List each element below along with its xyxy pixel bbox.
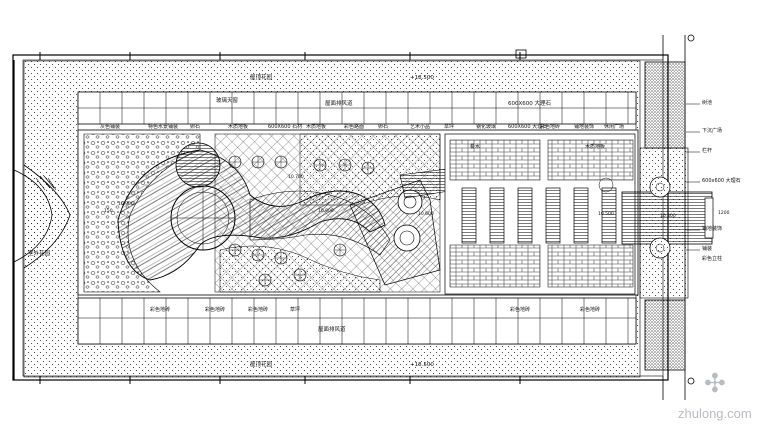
side-callout-label: 铺装 [702,245,712,252]
material-label-top: 卵石 [190,123,200,130]
watermark: ✣ zhulong.com [678,368,752,421]
label-band-bottom: 屋面排风道 [318,325,346,333]
label-left-side: 室外花园 [28,249,51,257]
material-label-top: 600X600 石材 [268,123,302,130]
material-label-bottom: 彩色地砖 [248,306,268,313]
side-callout-label: 铺地装饰 [702,225,722,232]
material-label-top: 灰色铺装 [100,123,120,130]
tree-symbol-icon [313,158,327,172]
wood-deck-bar [573,187,589,244]
label-glass-dome: 玻璃天窗 [216,96,239,104]
material-label-top: 钢化玻璃 [476,123,496,130]
tree-symbol-icon [228,243,242,257]
label-slab-top: 600X600 大理石 [508,99,552,107]
elev-mid-3: 10.600 [418,211,434,217]
wood-deck-bar [461,187,477,244]
elevation-bottom: +18.500 [410,362,434,368]
material-label-top: 叠水 [470,143,480,150]
tree-symbol-icon [274,155,288,169]
elev-pool-left: 10.900 [118,201,134,207]
elev-mid-2: 10.800 [318,208,334,214]
label-top-strip: 屋顶花园 [250,73,273,81]
left-bay [13,60,71,380]
right-planters [639,34,695,400]
side-callout-label: 下沉广场 [702,127,722,134]
material-label-top: 草坪 [444,123,454,130]
material-label-top: 木质地板 [306,123,326,130]
dim-150: 150 [104,208,113,214]
label-far-right: 1200 [718,210,730,216]
tree-symbol-icon [274,251,288,265]
material-label-top: 木质地板 [585,143,605,150]
tree-symbol-icon [361,161,375,175]
side-callout-label: 树池 [702,99,712,106]
elev-right-1: 10.500 [598,211,614,217]
watermark-logo-icon: ✣ [704,368,726,398]
material-label-top: 铺地装饰 [574,123,594,130]
material-label-top: 彩色路面 [344,123,364,130]
tree-symbol-icon [258,273,272,287]
right-plaza [444,133,714,295]
material-label-bottom: 彩色地砖 [150,306,170,313]
material-label-top: 特色水景铺装 [148,123,178,130]
side-callout-label: 600x600 大理石 [702,177,741,184]
bottom-tile-band [77,297,637,345]
label-bottom-strip: 屋顶花园 [250,360,273,368]
side-callout-label: 彩色立柱 [702,255,722,262]
material-label-top: 艺术小品 [410,123,430,130]
tree-symbol-icon [228,155,242,169]
material-label-top: 休闲广场 [604,123,624,130]
watermark-site: zhulong.com [678,406,752,421]
elev-right-2: 10.400 [660,213,676,219]
wood-deck-bar [517,187,533,244]
label-band-top: 屋面排风道 [325,99,353,107]
tree-symbol-icon [251,248,265,262]
material-label-top: 卵石 [378,123,388,130]
top-tile-band [77,91,637,125]
tree-symbol-icon [338,158,352,172]
side-callout-label: 栏杆 [702,147,712,154]
material-label-bottom: 草坪 [290,306,300,313]
wood-deck-bar [545,187,561,244]
material-label-top: 600X600 大理石 [508,123,547,130]
wood-deck-bar [601,187,617,244]
callout-leaders [686,103,700,251]
material-label-bottom: 彩色地砖 [510,306,530,313]
material-label-top: 木质地板 [228,123,248,130]
tree-symbol-icon [251,155,265,169]
elevation-top: +18.500 [410,75,434,81]
elev-mid-1: 10.700 [288,174,304,180]
material-label-bottom: 彩色地砖 [205,306,225,313]
tree-symbol-icon [293,268,307,282]
material-label-bottom: 彩色地砖 [580,306,600,313]
wood-deck-bar [489,187,505,244]
material-label-top: 彩色地砖 [540,123,560,130]
tree-symbol-icon [333,243,347,257]
plan-labels: 屋顶花园 +18.500 屋顶花园 +18.500 屋面排风道 屋面排风道 玻璃… [28,73,741,368]
